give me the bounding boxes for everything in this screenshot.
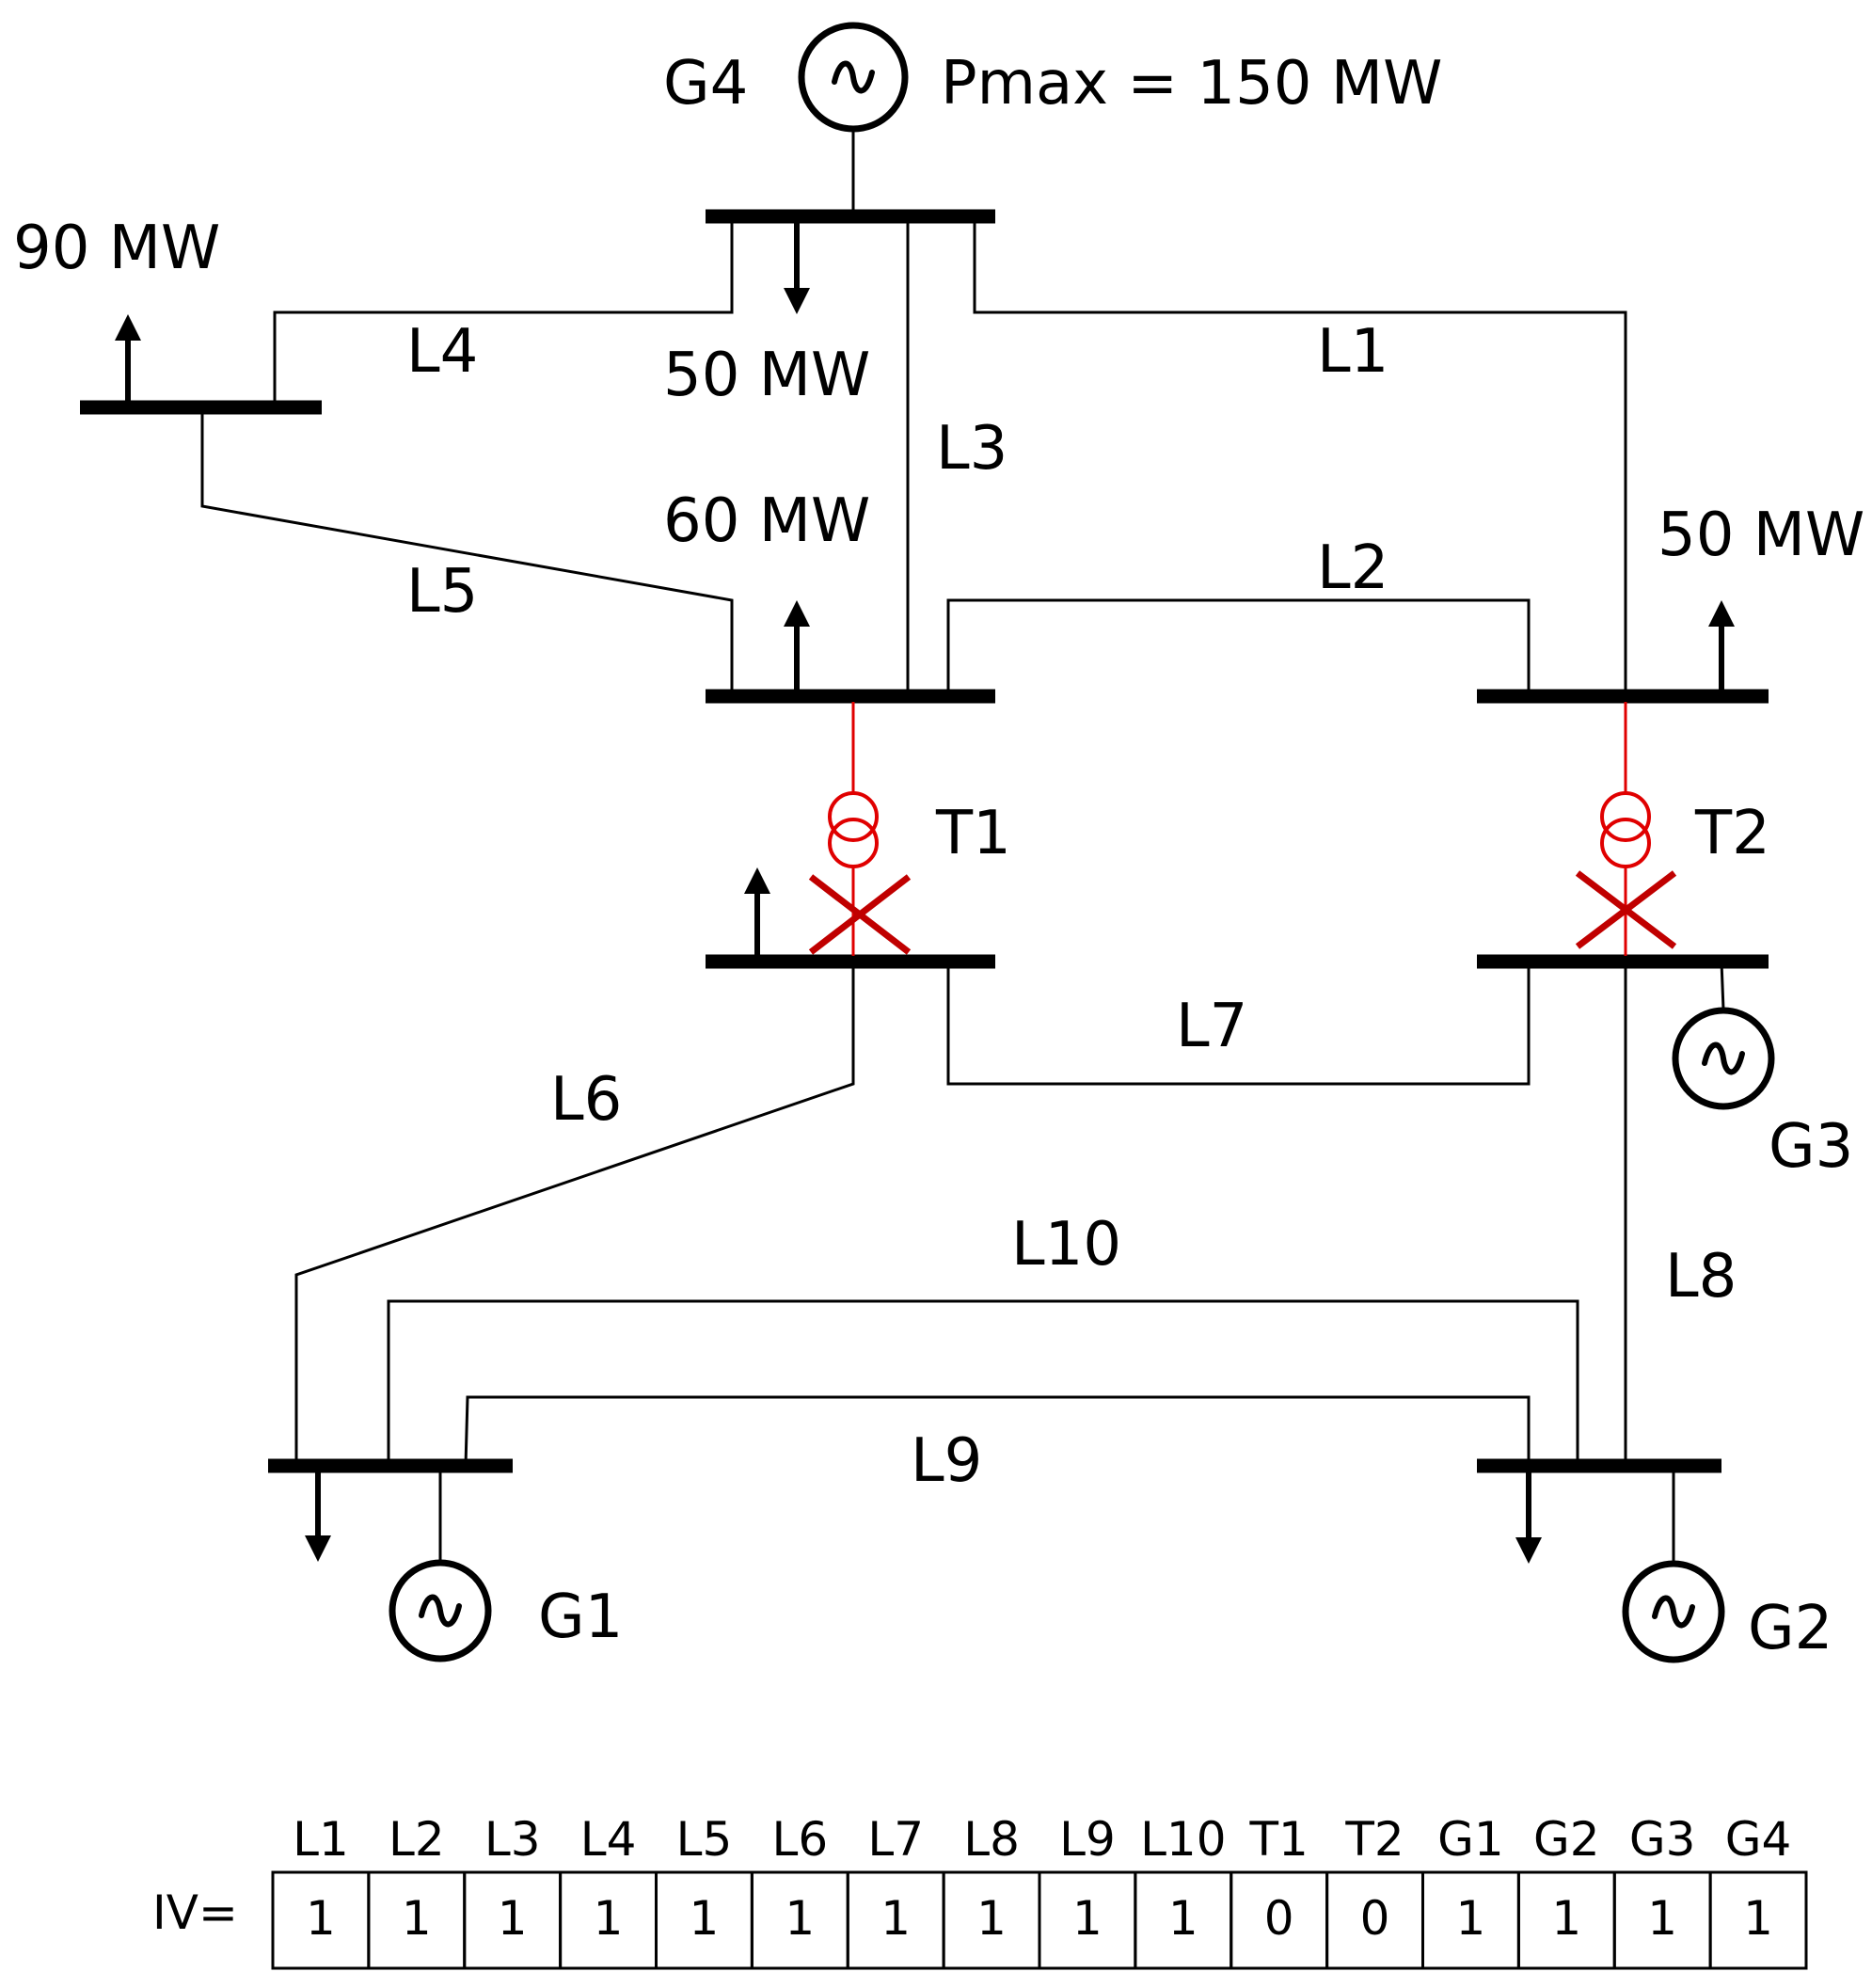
label-load-60mw: 60 MW: [663, 486, 870, 556]
status-value-l2: 1: [402, 1891, 432, 1946]
line-l10: [387, 1299, 1579, 1466]
label-line-l8: L8: [1665, 1242, 1737, 1312]
label-g3: G3: [1769, 1112, 1853, 1182]
status-cell-border: [1708, 1870, 1808, 1970]
status-header-g3: G3: [1629, 1812, 1696, 1867]
label-g4-pmax: Pmax = 150 MW: [941, 49, 1442, 119]
status-header-t2: T2: [1344, 1812, 1404, 1867]
status-value-l10: 1: [1168, 1891, 1198, 1946]
label-line-l2: L2: [1317, 533, 1388, 603]
line-l6: [294, 962, 855, 1466]
status-header-l1: L1: [293, 1812, 349, 1867]
generator-g1-icon: [389, 1559, 492, 1662]
load-arrow-mid-right: [1708, 600, 1735, 691]
status-header-l6: L6: [771, 1812, 828, 1867]
status-value-l4: 1: [594, 1891, 624, 1946]
label-load-50mw-right: 50 MW: [1658, 501, 1864, 570]
outage-x-mark-t1: [808, 874, 912, 955]
status-value-g4: 1: [1743, 1891, 1773, 1946]
status-header-l2: L2: [389, 1812, 445, 1867]
line-l1: [973, 216, 1627, 696]
line-l7: [946, 962, 1531, 1086]
status-vector-cells: 1 1 1 1 1 1 1 1 1 1 0 0 1 1 1 1: [271, 1870, 1808, 1970]
label-line-l6: L6: [550, 1065, 622, 1135]
load-arrow-bottom-right: [1515, 1471, 1542, 1564]
g3-connection: [1720, 961, 1725, 1010]
status-value-t2: 0: [1360, 1891, 1390, 1946]
generator-g2-icon: [1622, 1560, 1725, 1663]
status-vector-headers: L1 L2 L3 L4 L5 L6 L7 L8 L9 L10 T1 T2 G1 G2 G3 G4: [293, 1812, 1791, 1867]
status-value-l8: 1: [976, 1891, 1007, 1946]
label-t1: T1: [935, 799, 1011, 868]
status-vector-prefix: IV=: [152, 1885, 238, 1940]
status-value-t1: 0: [1264, 1891, 1294, 1946]
load-arrow-lower-center: [744, 867, 770, 956]
status-header-g4: G4: [1725, 1812, 1792, 1867]
label-line-l1: L1: [1317, 317, 1388, 387]
status-header-l3: L3: [484, 1812, 541, 1867]
label-load-90mw: 90 MW: [13, 214, 220, 283]
label-line-l7: L7: [1176, 992, 1247, 1061]
status-header-l10: L10: [1140, 1812, 1226, 1867]
status-value-l6: 1: [785, 1891, 815, 1946]
line-l5: [200, 407, 734, 696]
load-arrow-top-center: [784, 222, 810, 314]
status-value-g1: 1: [1456, 1891, 1486, 1946]
status-value-g3: 1: [1647, 1891, 1677, 1946]
status-value-l5: 1: [690, 1891, 720, 1946]
load-arrow-top-left: [115, 314, 141, 402]
line-l4: [273, 216, 734, 407]
generator-g3-icon: [1672, 1007, 1775, 1110]
generator-g4-icon: [798, 22, 909, 133]
line-l2: [946, 598, 1531, 696]
status-header-g1: G1: [1437, 1812, 1504, 1867]
label-line-l4: L4: [406, 317, 478, 387]
label-line-l9: L9: [911, 1426, 982, 1496]
line-l9: [464, 1395, 1531, 1467]
status-header-l9: L9: [1059, 1812, 1116, 1867]
status-header-l4: L4: [580, 1812, 637, 1867]
load-arrow-mid-center: [784, 600, 810, 691]
status-header-t1: T1: [1249, 1812, 1309, 1867]
status-value-l7: 1: [880, 1891, 911, 1946]
status-value-g2: 1: [1551, 1891, 1581, 1946]
status-value-l9: 1: [1072, 1891, 1103, 1946]
outage-x-mark-t2: [1575, 870, 1677, 949]
status-header-l5: L5: [676, 1812, 733, 1867]
load-arrow-bottom-left: [305, 1471, 331, 1562]
label-line-l3: L3: [936, 414, 1007, 484]
label-line-l5: L5: [406, 557, 478, 627]
label-line-l10: L10: [1011, 1210, 1121, 1280]
label-load-50mw-top: 50 MW: [663, 341, 870, 410]
label-g2: G2: [1748, 1594, 1832, 1663]
status-header-l7: L7: [867, 1812, 924, 1867]
status-header-g2: G2: [1533, 1812, 1600, 1867]
label-g4: G4: [663, 49, 748, 119]
status-value-l1: 1: [306, 1891, 336, 1946]
label-g1: G1: [538, 1582, 623, 1652]
label-t2: T2: [1694, 799, 1770, 868]
status-header-l8: L8: [963, 1812, 1020, 1867]
status-value-l3: 1: [498, 1891, 528, 1946]
